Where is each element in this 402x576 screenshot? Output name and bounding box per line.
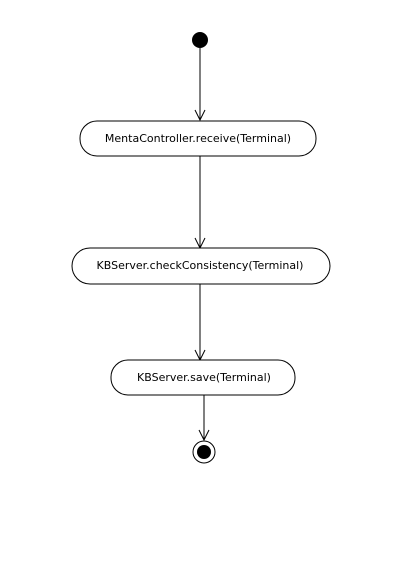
action-check-consistency-shape	[71, 247, 331, 285]
action-check-consistency-label: KBServer.checkConsistency(Terminal)	[97, 259, 304, 272]
final-node-core	[197, 445, 211, 459]
action-save: KBServer.save(Terminal)	[110, 359, 296, 396]
initial-node	[192, 32, 208, 48]
final-node	[192, 440, 216, 464]
action-receive: MentaController.receive(Terminal)	[79, 120, 317, 157]
action-receive-shape	[79, 120, 317, 157]
action-save-label: KBServer.save(Terminal)	[137, 371, 271, 384]
action-save-shape	[110, 359, 296, 396]
action-check-consistency: KBServer.checkConsistency(Terminal)	[71, 247, 331, 285]
action-receive-label: MentaController.receive(Terminal)	[105, 132, 291, 145]
